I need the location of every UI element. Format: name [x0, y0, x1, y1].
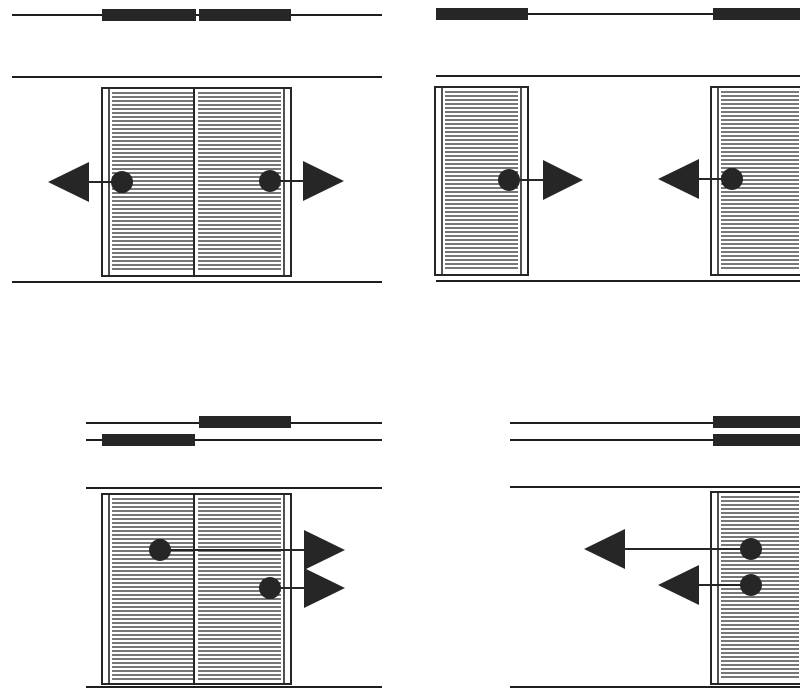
arrow-head-icon	[658, 565, 699, 605]
door-handle-icon	[740, 538, 762, 560]
plan-view-track-upper	[86, 416, 382, 428]
plan-view-track	[12, 9, 382, 21]
door-handle-icon	[721, 168, 743, 190]
door-handle-icon	[740, 574, 762, 596]
panel-stacking-two-track	[510, 416, 800, 688]
louvered-door	[101, 87, 199, 277]
door-louvers	[721, 91, 799, 269]
arrow-head-icon	[584, 529, 625, 569]
slide-left-arrow-lower	[658, 565, 762, 605]
door-handle-icon	[259, 577, 281, 599]
arrow-head-icon	[304, 530, 345, 570]
slide-right-arrow-lower	[259, 568, 345, 608]
door-plan-bar	[102, 9, 196, 21]
open-right-arrow	[259, 161, 344, 201]
arrow-head-icon	[303, 161, 344, 201]
louvered-door	[710, 491, 800, 685]
door-plan-bar	[199, 416, 291, 428]
close-right-arrow	[498, 160, 583, 200]
door-plan-bar	[713, 416, 800, 428]
door-louvers	[112, 92, 194, 270]
door-louvers	[198, 498, 281, 680]
door-handle-icon	[149, 539, 171, 561]
panel-bi-parting	[12, 9, 382, 283]
arrow-head-icon	[543, 160, 583, 200]
door-louvers	[721, 496, 799, 678]
door-plan-bar	[102, 434, 195, 446]
panel-bi-parting-closing	[434, 8, 800, 282]
door-handle-icon	[111, 171, 133, 193]
louvered-door	[193, 87, 292, 277]
plan-view-track-upper	[510, 416, 800, 428]
slide-left-arrow-upper	[584, 529, 762, 569]
door-plan-bar	[713, 434, 800, 446]
open-left-arrow	[48, 162, 133, 202]
door-plan-bar	[436, 8, 528, 20]
slide-right-arrow-upper	[149, 530, 345, 570]
plan-view-track	[436, 8, 800, 20]
arrow-head-icon	[48, 162, 89, 202]
door-plan-bar	[713, 8, 800, 20]
close-left-arrow	[658, 159, 743, 199]
door-frame	[101, 493, 199, 685]
door-handle-icon	[498, 169, 520, 191]
plan-view-track-lower	[86, 434, 382, 446]
louvered-door	[101, 493, 199, 685]
plan-view-track-lower	[510, 434, 800, 446]
arrow-head-icon	[658, 159, 699, 199]
louvered-door	[434, 86, 529, 276]
arrow-head-icon	[304, 568, 345, 608]
door-handle-icon	[259, 170, 281, 192]
door-plan-bar	[199, 9, 291, 21]
panel-bypass-two-track	[86, 416, 382, 688]
